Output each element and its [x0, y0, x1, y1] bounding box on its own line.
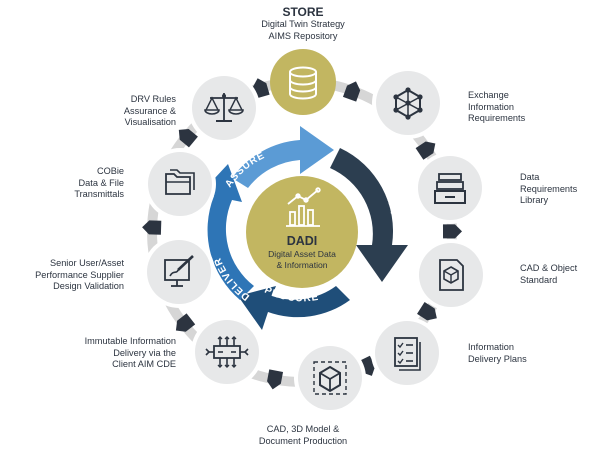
scales-icon: [204, 93, 244, 122]
label-line: Document Production: [258, 435, 348, 446]
label-line: CAD & Object: [520, 263, 578, 273]
label-line: Design Validation: [53, 281, 124, 291]
store-node: [270, 49, 336, 115]
node-exchange-information-requirements: [372, 67, 444, 139]
label-cobie-data-file-transmittals: COBie Data & File Transmittals: [20, 166, 124, 201]
label-cad-object-standard: CAD & Object Standard: [520, 263, 600, 286]
label-line: Delivery Plans: [468, 353, 527, 364]
store-label: STORE Digital Twin Strategy AIMS Reposit…: [238, 5, 368, 42]
label-line: Library: [520, 195, 549, 205]
label-line: Requirements: [468, 113, 526, 123]
label-line: Standard: [520, 274, 558, 285]
database-icon: [289, 66, 317, 100]
node-data-requirements-library: [414, 152, 486, 224]
document-cube-icon: [439, 259, 464, 291]
ring-arrows: [142, 78, 462, 390]
label-line: Requirements: [520, 183, 578, 194]
node-cad-3d-model-document-production: [294, 342, 366, 414]
3d-cube-icon: [313, 361, 347, 395]
label-line: Information: [468, 342, 514, 352]
center-subtitle-line: & Information: [276, 259, 328, 270]
label-line: Senior User/Asset: [49, 258, 124, 268]
arc-procure: [238, 286, 350, 330]
transfer-arrows-icon: [205, 336, 249, 368]
node-senior-user-design-validation: [143, 236, 215, 308]
label-immutable-information-delivery: Immutable Information Delivery via the C…: [36, 336, 176, 371]
ring-arrow: [178, 128, 198, 148]
label-exchange-information-requirements: Exchange Information Requirements: [468, 90, 578, 125]
ring-arrow: [267, 369, 284, 390]
label-line: Immutable Information: [84, 336, 176, 346]
store-title: STORE: [282, 5, 324, 19]
label-line: CAD, 3D Model &: [266, 424, 340, 434]
store-line: AIMS Repository: [268, 30, 338, 41]
label-line: Assurance &: [123, 105, 176, 116]
label-senior-user-design-validation: Senior User/Asset Performance Supplier D…: [4, 258, 124, 293]
label-line: Delivery via the: [113, 347, 176, 358]
label-line: Data & File: [78, 177, 124, 188]
label-line: Information: [468, 101, 514, 112]
node-immutable-information-delivery: [191, 316, 263, 388]
center-subtitle: Digital Asset Data & Information: [250, 249, 354, 270]
ring-arrow: [175, 313, 196, 332]
ring-arrow: [417, 302, 437, 321]
label-drv-rules-assurance-visualisation: DRV Rules Assurance & Visualisation: [66, 94, 176, 129]
center-title: DADI: [286, 234, 318, 248]
center-circle: [246, 176, 358, 288]
folders-icon: [165, 169, 195, 195]
checklist-icon: [394, 337, 421, 371]
label-information-delivery-plans: Information Delivery Plans: [468, 342, 578, 365]
ring-arrow: [342, 81, 361, 102]
arc-specify: [330, 148, 408, 282]
label-line: Exchange: [468, 90, 509, 100]
node-cad-object-standard: [415, 239, 487, 311]
label-cad-3d-model-document-production: CAD, 3D Model & Document Production: [242, 424, 364, 447]
bar-chart-icon: [286, 187, 321, 227]
ring-arrow: [142, 220, 162, 235]
label-line: DRV Rules: [130, 94, 176, 104]
label-line: Transmittals: [74, 189, 124, 199]
arc-deliver: [200, 164, 254, 300]
label-line: Client AIM CDE: [112, 359, 176, 369]
label-line: Data: [520, 172, 540, 182]
label-line: COBie: [96, 166, 124, 176]
node-cobie-data-file-transmittals: [144, 148, 216, 220]
ring-arrow: [415, 141, 436, 160]
node-drv-rules-assurance-visualisation: [188, 72, 260, 144]
process-nodes: [143, 67, 487, 414]
ring-arrow: [252, 78, 270, 99]
label-line: Performance Supplier: [35, 269, 124, 280]
node-information-delivery-plans: [371, 317, 443, 389]
label-line: Visualisation: [124, 117, 176, 127]
label-data-requirements-library: Data Requirements Library: [520, 172, 598, 207]
arc-assure: [232, 126, 334, 188]
store-line: Digital Twin Strategy: [261, 19, 345, 29]
design-tablet-icon: [164, 255, 194, 287]
ring-arrow: [442, 224, 462, 239]
archive-drawer-icon: [434, 173, 466, 204]
center-subtitle-line: Digital Asset Data: [268, 249, 336, 259]
network-icon: [393, 87, 423, 120]
